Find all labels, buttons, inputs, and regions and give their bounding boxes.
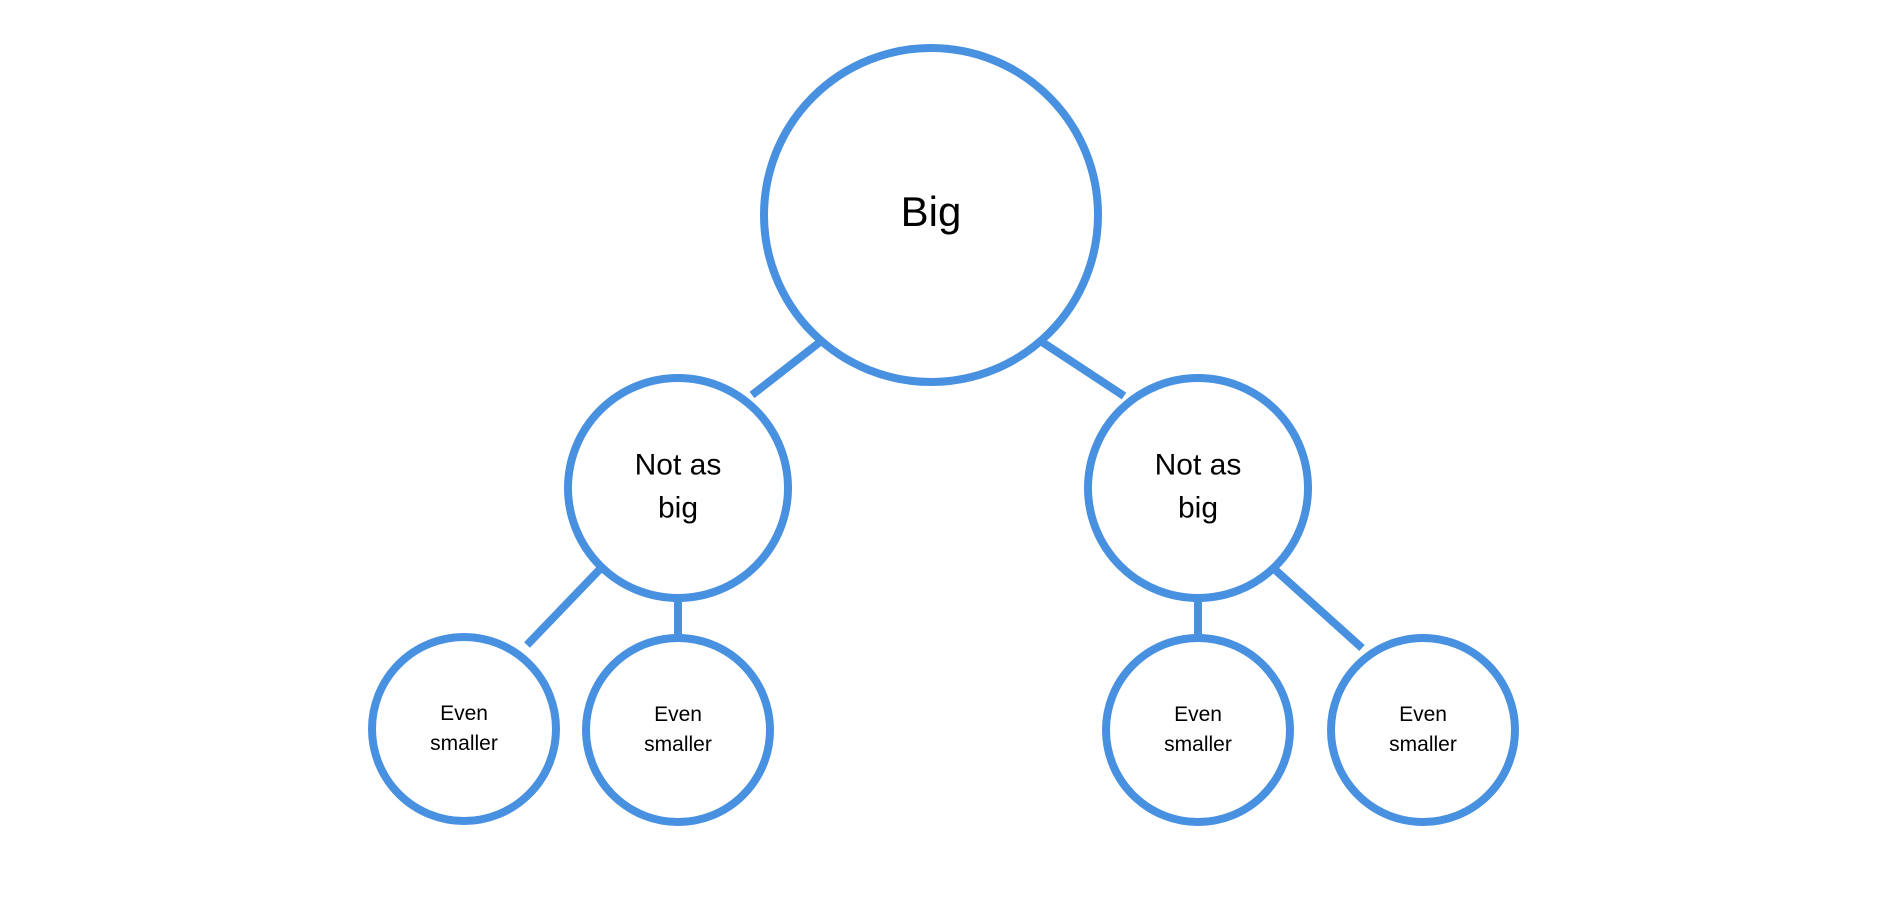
node-leaf-2-circle[interactable] (582, 634, 774, 826)
label-line: Even (1174, 703, 1222, 726)
node-leaf-4-label: Even smaller (1389, 703, 1457, 756)
node-root-label: Big (901, 188, 962, 235)
node-root-circle[interactable] (760, 44, 1102, 386)
label-line: Even (1399, 703, 1447, 726)
node-leaf-1-circle[interactable] (368, 633, 560, 825)
label-line: big (1178, 491, 1218, 524)
node-mid-right-circle[interactable] (1084, 374, 1312, 602)
node-leaf-3[interactable]: Even smaller (1102, 634, 1294, 826)
label-line: Big (901, 188, 962, 235)
label-line: smaller (644, 732, 712, 755)
node-leaf-3-label: Even smaller (1164, 703, 1232, 756)
node-leaf-3-circle[interactable] (1102, 634, 1294, 826)
node-leaf-1-label: Even smaller (430, 702, 498, 755)
connector-layer (524, 338, 1365, 651)
node-root[interactable]: Big (760, 44, 1102, 386)
connector-root-to-mid-right (1039, 338, 1127, 400)
label-line: Not as (635, 449, 722, 482)
label-line: smaller (1164, 732, 1232, 755)
label-line: smaller (1389, 732, 1457, 755)
node-leaf-2-label: Even smaller (644, 703, 712, 756)
node-mid-right[interactable]: Not as big (1084, 374, 1312, 602)
node-leaf-4[interactable]: Even smaller (1327, 634, 1519, 826)
node-mid-left-label: Not as big (635, 449, 722, 525)
label-line: big (658, 491, 698, 524)
node-leaf-2[interactable]: Even smaller (582, 634, 774, 826)
node-leaf-4-circle[interactable] (1327, 634, 1519, 826)
connector-mid-right-to-leaf-4 (1269, 564, 1365, 651)
node-mid-left[interactable]: Not as big (564, 374, 792, 602)
node-mid-right-label: Not as big (1155, 449, 1242, 525)
label-line: Not as (1155, 449, 1242, 482)
label-line: smaller (430, 731, 498, 754)
label-line: Even (654, 703, 702, 726)
node-leaf-1[interactable]: Even smaller (368, 633, 560, 825)
label-line: Even (440, 702, 488, 725)
node-mid-left-circle[interactable] (564, 374, 792, 602)
connector-mid-left-to-leaf-1 (524, 564, 605, 648)
connector-root-to-mid-left (749, 338, 823, 399)
